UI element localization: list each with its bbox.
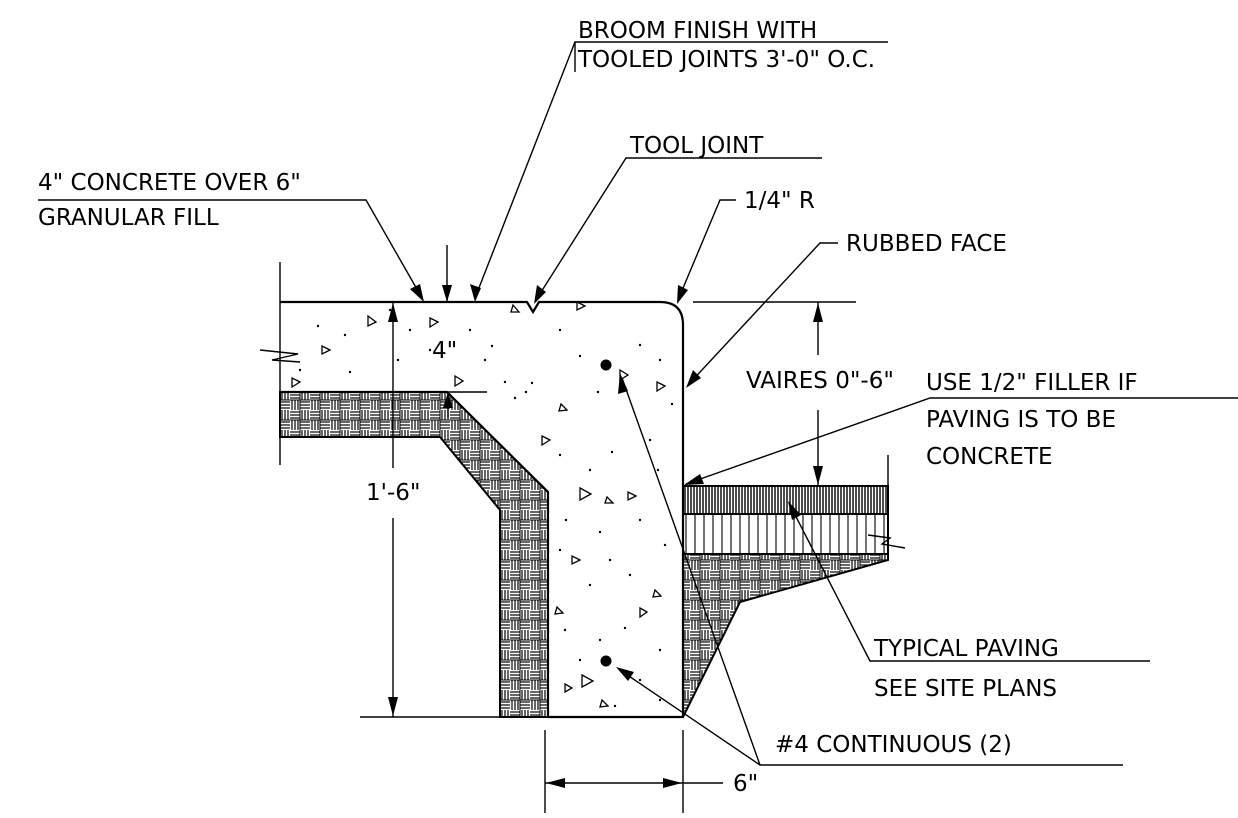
leader-paving <box>788 501 1150 662</box>
label-broom-finish-1: BROOM FINISH WITH <box>578 18 817 44</box>
label-paving-1: TYPICAL PAVING <box>873 636 1059 662</box>
leader-broom-finish <box>470 41 888 302</box>
dimension-varies <box>693 301 856 486</box>
label-varies: VAIRES 0"-6" <box>746 368 894 394</box>
dimension-curb-width <box>544 730 723 813</box>
label-concrete-2: GRANULAR FILL <box>38 205 219 231</box>
leader-radius <box>677 199 736 304</box>
label-filler-3: CONCRETE <box>926 444 1053 470</box>
slab-break-line <box>259 262 301 465</box>
rebar-bottom <box>600 655 612 667</box>
concrete-curb-section <box>280 300 685 719</box>
leader-filler <box>684 397 1238 485</box>
label-curb-width: 6" <box>733 771 758 797</box>
label-tool-joint: TOOL JOINT <box>629 133 764 159</box>
label-paving-2: SEE SITE PLANS <box>874 676 1057 702</box>
label-rubbed-face: RUBBED FACE <box>846 231 1007 257</box>
label-broom-finish-2: TOOLED JOINTS 3'-0" O.C. <box>577 47 875 73</box>
label-concrete-1: 4" CONCRETE OVER 6" <box>38 170 301 196</box>
concrete-aggregate <box>291 300 674 708</box>
leader-rubbed-face <box>686 242 838 388</box>
label-filler-2: PAVING IS TO BE <box>926 407 1116 433</box>
rebar-top <box>600 359 612 371</box>
dimension-curb-depth <box>360 302 500 718</box>
dimension-slab-thickness <box>443 391 487 418</box>
label-radius: 1/4" R <box>744 188 815 214</box>
label-slab-thickness: 4" <box>432 338 457 364</box>
label-rebar: #4 CONTINUOUS (2) <box>775 732 1012 758</box>
label-filler-1: USE 1/2" FILLER IF <box>926 370 1138 396</box>
leader-concrete-fill <box>38 199 452 302</box>
leader-rebar <box>616 373 1123 766</box>
label-curb-depth: 1'-6" <box>366 480 420 506</box>
leader-tool-joint <box>534 157 822 304</box>
